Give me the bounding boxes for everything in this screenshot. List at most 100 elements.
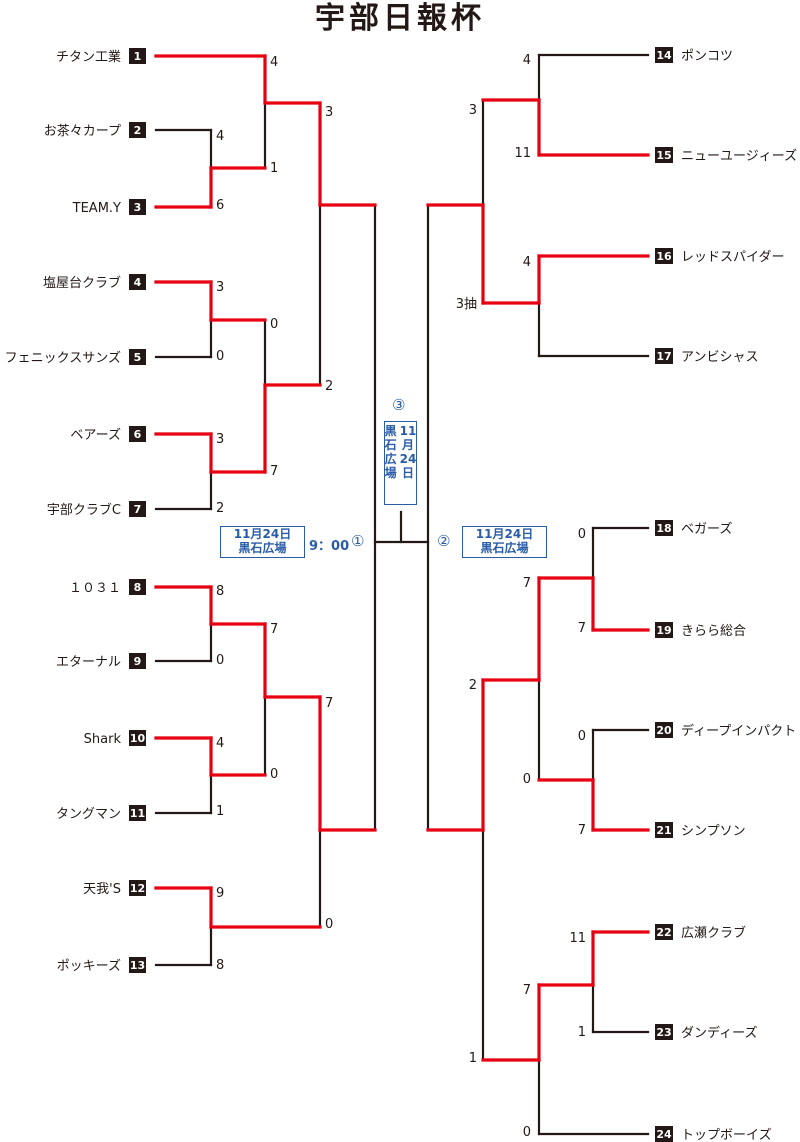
seed-number: 20: [656, 724, 672, 737]
score-label: 0: [578, 527, 586, 542]
seed-number: 12: [130, 882, 145, 895]
seed-number: 4: [134, 276, 142, 289]
score-label: 4: [523, 53, 531, 68]
semi2-number: ②: [437, 532, 451, 550]
team-name: エターナル: [56, 655, 121, 670]
score-label: 8: [216, 958, 224, 973]
seed-badge: [129, 426, 146, 442]
final-venue-2: 石: [384, 438, 397, 452]
score-label: 4: [216, 736, 224, 751]
seed-number: 17: [656, 350, 671, 363]
score-label: 0: [578, 729, 586, 744]
seed-badge: [129, 501, 146, 517]
score-label: 2: [325, 379, 333, 394]
score-label: 4: [216, 129, 224, 144]
score-label: 7: [578, 823, 586, 838]
team-name: ディープインパクト: [681, 723, 796, 739]
seed-number: 9: [134, 655, 142, 668]
score-label: 1: [216, 804, 224, 819]
seed-badge: [655, 622, 673, 638]
seed-badge: [655, 722, 673, 738]
seed-badge: [655, 822, 673, 838]
seed-number: 22: [656, 926, 671, 939]
seed-badge: [129, 349, 146, 365]
semi2-date: 11月24日: [475, 527, 534, 541]
score-label: 3: [216, 280, 224, 295]
team-name: 塩屋台クラブ: [43, 275, 121, 291]
seed-badge: [655, 1126, 673, 1142]
score-label: 4: [523, 255, 531, 270]
seed-number: 16: [656, 250, 672, 263]
seed-badge: [129, 880, 146, 896]
score-label: 0: [216, 349, 224, 364]
team-name: チタン工業: [56, 49, 121, 65]
team-name: レッドスパイダー: [681, 250, 784, 265]
seed-number: 13: [130, 959, 145, 972]
seed-number: 5: [134, 351, 142, 364]
team-name: アンビシャス: [681, 350, 758, 365]
team-name: 宇部クラブC: [47, 502, 121, 518]
team-name: ポンコツ: [681, 49, 733, 64]
semi1-date: 11月24日: [233, 527, 292, 541]
score-label: 7: [523, 576, 531, 591]
seed-number: 11: [130, 807, 145, 820]
final-date-1: 11: [399, 424, 417, 438]
score-label: 3: [325, 105, 333, 120]
semi2-info-box: 11月24日 黒石広場: [462, 526, 547, 558]
score-label: 1: [578, 1025, 586, 1040]
team-name: １０３１: [69, 581, 121, 596]
team-name: 天我'S: [83, 882, 121, 897]
seed-badge: [655, 248, 673, 264]
team-name: ダンディーズ: [681, 1025, 757, 1041]
seed-number: 15: [656, 149, 671, 162]
seed-number: 19: [656, 624, 671, 637]
seed-badge: [129, 805, 146, 821]
seed-badge: [129, 122, 146, 138]
seed-number: 3: [134, 201, 142, 214]
seed-badge: [129, 957, 146, 973]
score-label: 0: [523, 1125, 531, 1140]
seed-number: 8: [134, 581, 142, 594]
seed-number: 7: [134, 503, 142, 516]
score-label: 7: [578, 621, 586, 636]
final-date-2: 月: [402, 438, 415, 452]
score-label: 3抽: [456, 297, 477, 312]
page-title: 宇部日報杯: [315, 1, 485, 36]
team-name: ベアーズ: [70, 427, 121, 443]
score-label: 3: [216, 432, 224, 447]
final-venue-1: 黒: [384, 424, 397, 438]
score-label: 9: [216, 886, 224, 901]
seed-badge: [655, 520, 673, 536]
seed-number: 24: [656, 1128, 672, 1141]
semi1-number: ①: [351, 532, 365, 550]
semi1-info-box: 11月24日 黒石広場: [220, 526, 305, 558]
seed-number: 1: [134, 50, 142, 63]
seed-badge: [129, 199, 146, 215]
team-name: お茶々カープ: [44, 123, 121, 139]
seed-number: 21: [656, 824, 671, 837]
seed-number: 10: [130, 732, 146, 745]
team-name: フェニックスサンズ: [5, 350, 121, 366]
score-label: 7: [523, 983, 531, 998]
final-date-3: 24: [399, 452, 417, 466]
seed-number: 6: [134, 428, 142, 441]
team-name: きらら総合: [681, 624, 746, 639]
final-info-box: 11 月 24 日 黒 石 広 場: [384, 421, 417, 505]
score-label: 6: [216, 198, 224, 213]
score-label: 7: [325, 696, 333, 711]
score-label: 0: [270, 317, 278, 332]
team-name: トップボーイズ: [681, 1127, 772, 1142]
score-label: 3: [469, 103, 477, 118]
score-label: 11: [569, 931, 586, 946]
seed-number: 23: [656, 1026, 671, 1039]
team-name: 広瀬クラブ: [681, 925, 746, 941]
team-name: ニューユージィーズ: [681, 148, 797, 164]
seed-badge: [655, 1024, 673, 1040]
score-label: 8: [216, 584, 224, 599]
team-name: タングマン: [56, 807, 121, 822]
seed-badge: [129, 730, 146, 746]
seed-badge: [655, 348, 673, 364]
seed-number: 2: [134, 124, 142, 137]
score-label: 2: [469, 678, 477, 693]
